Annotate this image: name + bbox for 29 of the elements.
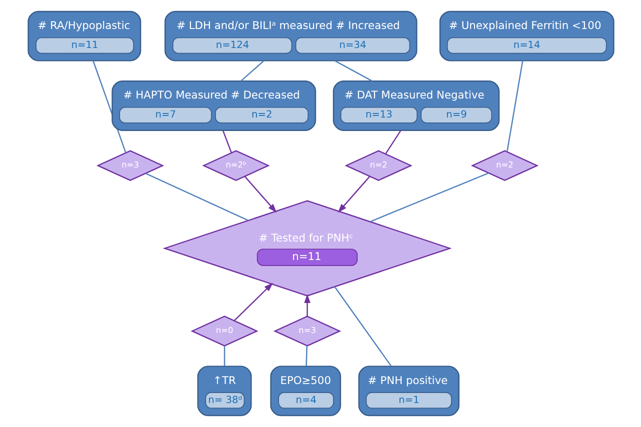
node-box: # LDH and/or BILIᵃ measured # Increased n=124 n=34: [164, 10, 417, 62]
node-box: # HAPTO Measured # Decreased n=7 n=2: [111, 80, 316, 131]
node-diamond: n=3: [96, 150, 164, 181]
arrow: [304, 294, 310, 316]
node-box: # RA/Hypoplastic n=11: [27, 10, 141, 62]
node-diamond: # Tested for PNHᶜ n=11: [162, 200, 452, 296]
connector: [506, 60, 523, 152]
node-box: # Unexplained Ferritin <100 n=14: [438, 10, 614, 62]
node-diamond: n=3: [272, 316, 341, 346]
connector: [370, 172, 488, 222]
connector: [144, 172, 248, 221]
node-diamond: n=2: [344, 150, 412, 181]
connector: [334, 60, 372, 82]
connector: [240, 60, 264, 82]
arrow: [233, 282, 273, 322]
arrow: [244, 176, 276, 213]
connector: [334, 286, 392, 367]
connector: [222, 130, 232, 153]
node-diamond: n=2ᵇ: [202, 150, 270, 181]
node-diamond: n=0: [190, 316, 258, 346]
connector: [384, 130, 401, 154]
connector: [305, 346, 307, 366]
node-box: EPO≥500 n=4: [270, 366, 341, 416]
node-box: # PNH positive n=1: [358, 366, 459, 416]
node-diamond: n=2: [470, 150, 538, 181]
node-box: ↑TR n= 38ᵈ: [196, 366, 252, 416]
connector: [223, 346, 225, 366]
arrow: [337, 176, 370, 213]
node-box: # DAT Measured Negative n=13 n=9: [332, 80, 500, 131]
